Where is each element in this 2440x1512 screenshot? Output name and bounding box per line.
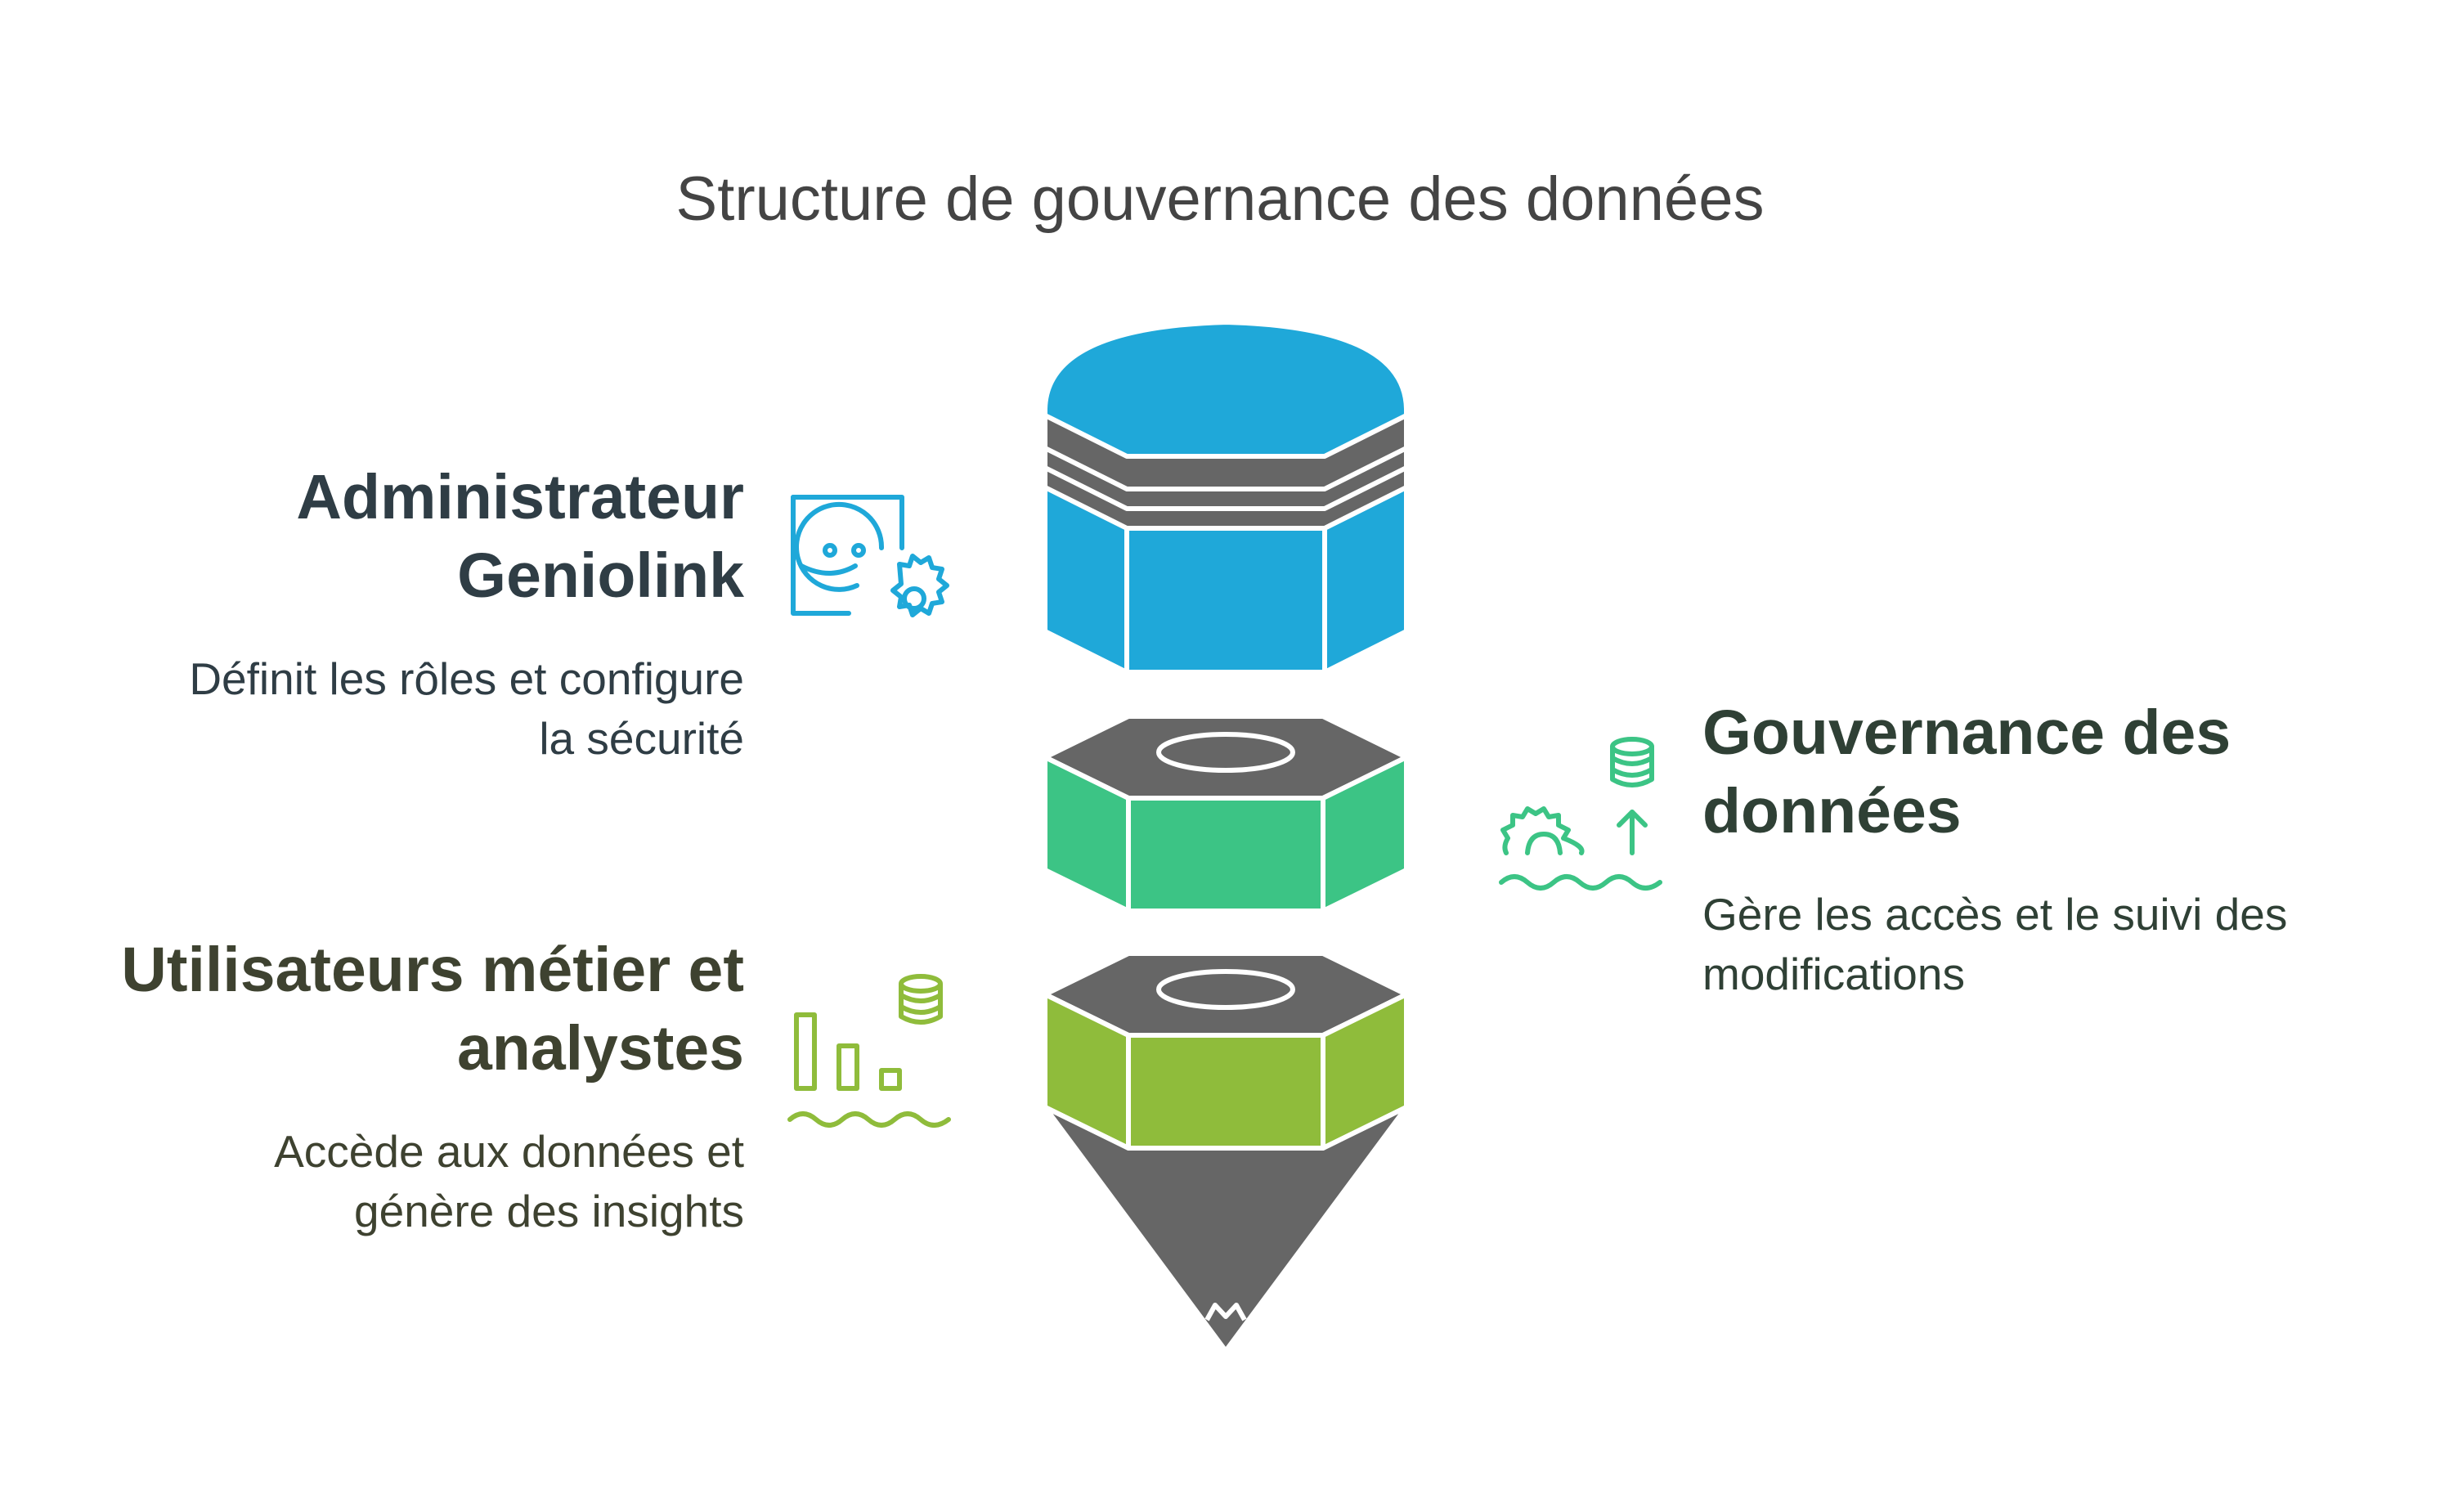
green-body-center	[1126, 796, 1325, 913]
data-governance-icon	[1499, 737, 1662, 891]
analytics-icon	[787, 974, 951, 1128]
users-desc-line1: Accède aux données et	[274, 1126, 744, 1177]
users-heading-line2: analystes	[456, 1013, 744, 1084]
admin-heading-line2: Geniolink	[457, 541, 744, 611]
governance-heading-line1: Gouvernance des	[1702, 698, 2231, 768]
green-body-right	[1321, 755, 1409, 913]
pencil-stack-illustration	[1043, 320, 1409, 1353]
green-top-ring	[1156, 732, 1295, 773]
governance-desc-line1: Gère les accès et le suivi des	[1702, 889, 2288, 940]
pencil-tip-notch	[1204, 1303, 1247, 1321]
admin-desc-line2: la sécurité	[539, 713, 744, 764]
admin-settings-icon	[791, 495, 949, 617]
admin-heading-line1: Administrateur	[296, 462, 744, 532]
blue-body-right	[1322, 485, 1409, 675]
blue-body-center	[1124, 526, 1327, 675]
admin-desc-line1: Définit les rôles et configure	[189, 653, 744, 704]
governance-desc-line2: modifications	[1702, 949, 1965, 999]
page-title: Structure de gouvernance des données	[675, 164, 1765, 234]
users-block: Utilisateurs métier et analystes Accède …	[8, 931, 744, 1241]
governance-heading-line2: données	[1702, 776, 1962, 846]
pencil-tip	[1043, 1105, 1409, 1353]
lime-top-ring	[1156, 969, 1295, 1010]
blue-cap-top	[1043, 320, 1409, 459]
users-desc-line2: génère des insights	[354, 1186, 744, 1236]
lime-body-center	[1126, 1033, 1325, 1151]
governance-block: Gouvernance des données Gère les accès e…	[1702, 693, 2422, 1004]
users-heading-line1: Utilisateurs métier et	[121, 935, 744, 1005]
admin-block: Administrateur Geniolink Définit les rôl…	[8, 458, 744, 769]
